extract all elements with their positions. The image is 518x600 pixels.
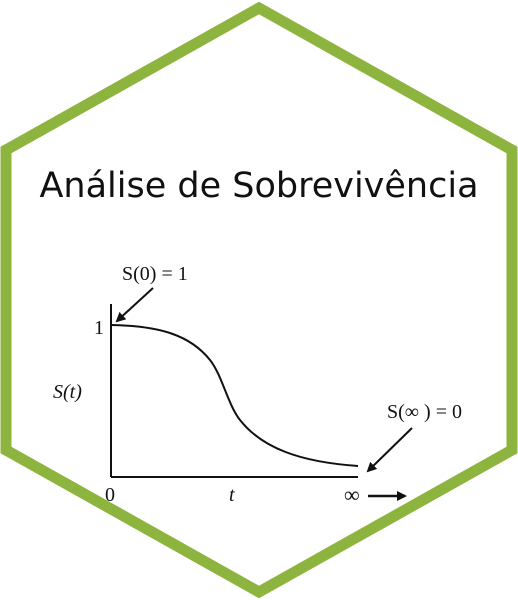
start-annotation: S(0) = 1 (122, 263, 188, 285)
y-tick-one: 1 (94, 317, 104, 339)
x-origin-label: 0 (105, 484, 115, 506)
end-annotation-arrow (366, 427, 413, 473)
title: Análise de Sobrevivência (39, 166, 478, 206)
x-infinity-label: ∞ (344, 482, 360, 507)
x-axis-label: t (229, 484, 235, 506)
y-axis-label: S(t) (53, 381, 82, 403)
start-annotation-arrow (115, 287, 154, 323)
end-annotation: S(∞ ) = 0 (387, 401, 462, 423)
survival-curve (110, 324, 359, 467)
